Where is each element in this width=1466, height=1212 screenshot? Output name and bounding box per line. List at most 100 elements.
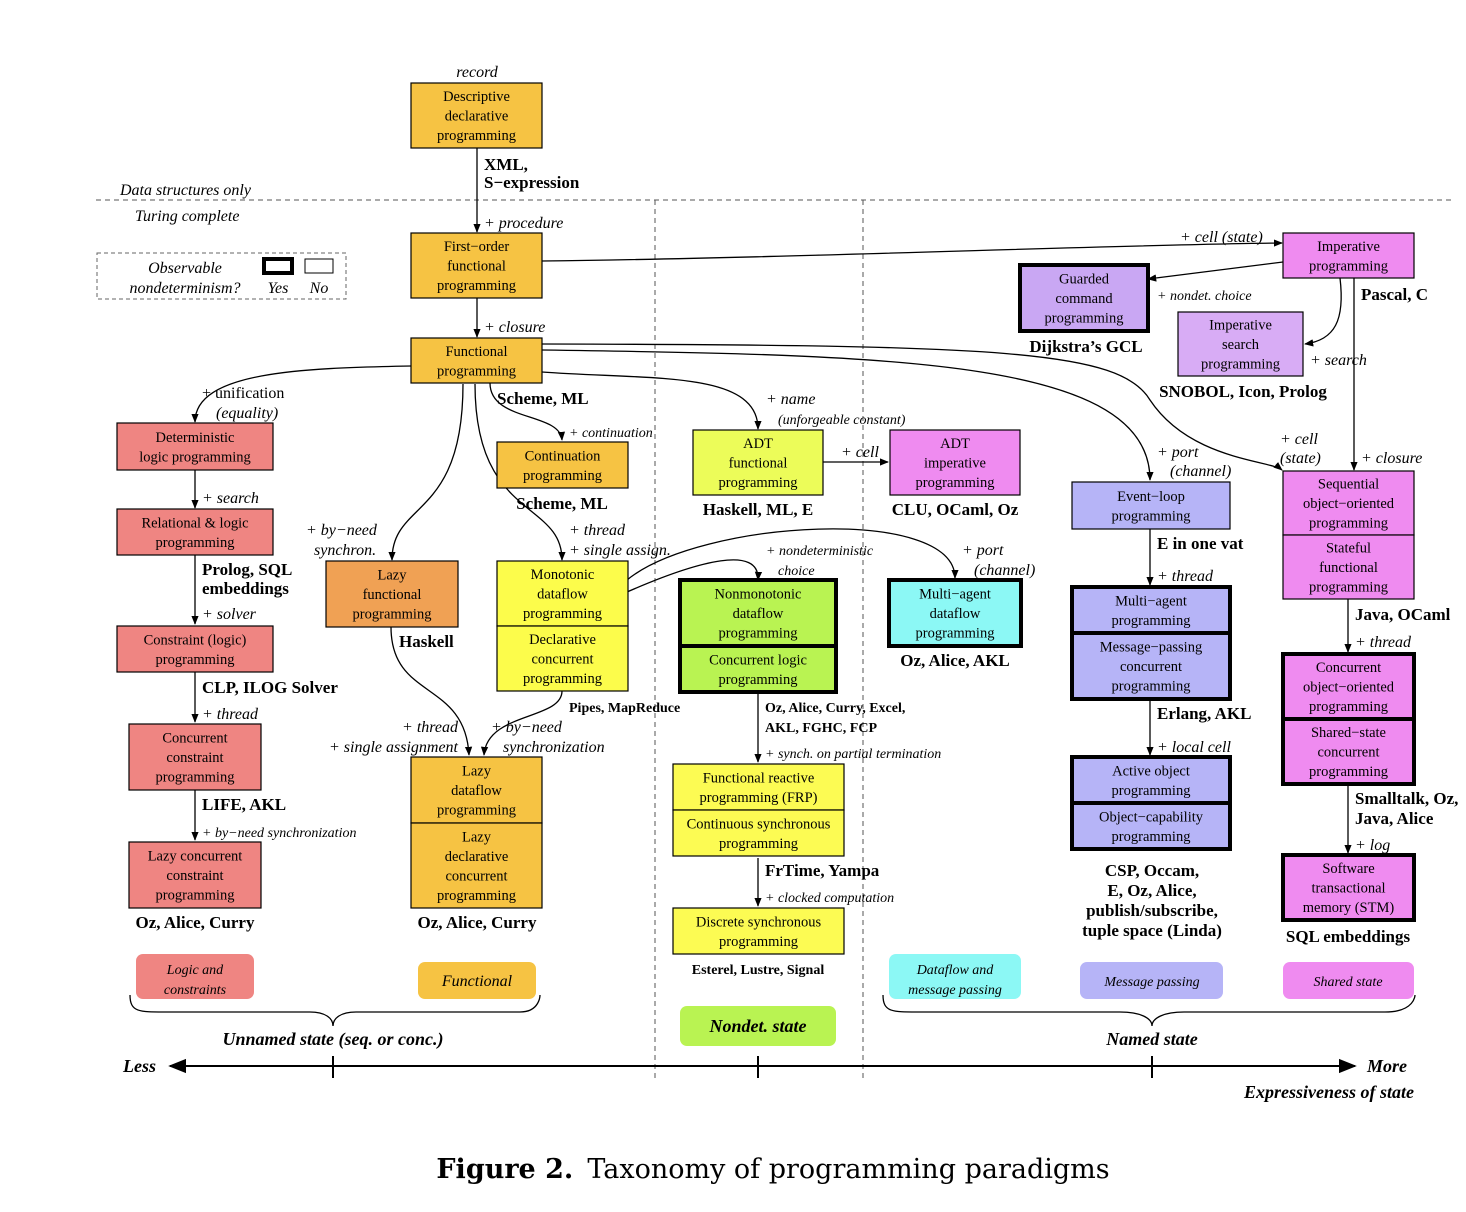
box-lazy-concurrent-constraint-frame: [128, 841, 262, 909]
label-thread-mid-1: + thread: [402, 719, 459, 736]
label-thread-ev: + thread: [1157, 568, 1214, 585]
box-discrete-synchronous-frame: [672, 907, 845, 955]
box-lazy-concurrent-constraint-line: constraint: [166, 868, 223, 884]
box-active-object-line: Active object: [1112, 763, 1190, 779]
box-lazy-concurrent-constraint-line: Lazy concurrent: [148, 849, 243, 865]
tag-nondet: [680, 1006, 836, 1046]
box-object-capability-line: programming: [1112, 829, 1191, 845]
box-nonmonotonic-dataflow-line: dataflow: [733, 606, 784, 622]
box-multi-agent-dataflow-line: dataflow: [930, 606, 981, 622]
label-haskell-ml-e: Haskell, ML, E: [703, 500, 814, 519]
tag-message: [1080, 962, 1223, 999]
tag-logic-line-2: constraints: [164, 983, 227, 998]
box-monotonic-dataflow-line: Monotonic: [531, 567, 595, 583]
box-guarded-command-frame: [1018, 263, 1150, 333]
box-lazy-declarative-concurrent-frame: [410, 822, 543, 909]
box-imperative-frame: [1282, 232, 1415, 279]
box-functional-reactive-line: programming (FRP): [699, 790, 817, 806]
label-pipes: Pipes, MapReduce: [569, 701, 680, 716]
label-scheme-ml-2: Scheme, ML: [516, 494, 608, 513]
box-imperative-search-frame: [1177, 311, 1304, 377]
box-concurrent-constraint-frame: [128, 723, 262, 791]
legend: Observable nondeterminism? Yes No: [96, 252, 347, 300]
label-oz-alice-curry-1: Oz, Alice, Curry: [136, 913, 255, 932]
label-data-structures-only: Data structures only: [119, 182, 252, 199]
box-imperative-search-line: search: [1222, 337, 1260, 353]
box-event-loop-frame: [1071, 481, 1231, 530]
label-synch-partial: + synch. on partial termination: [765, 747, 941, 762]
label-byneed-mid-2: synchronization: [503, 739, 605, 756]
box-stateful-functional-line: functional: [1319, 560, 1378, 576]
axis-less: Less: [122, 1056, 156, 1076]
caption-bold: Figure 2.: [436, 1154, 573, 1185]
caption-text: Figure 2.Taxonomy of programming paradig…: [436, 1154, 1109, 1185]
label-cell-state-r1: + cell: [1280, 431, 1318, 448]
label-haskell: Haskell: [399, 632, 454, 651]
label-thread-left: + thread: [202, 706, 259, 723]
labels: record XML, S−expression Data structures…: [119, 64, 1458, 978]
box-lazy-declarative-concurrent-line: Lazy: [462, 829, 492, 845]
label-channel-1: (channel): [974, 562, 1035, 579]
box-relational-logic-line: programming: [156, 535, 235, 551]
box-imperative-search-line: programming: [1201, 357, 1280, 373]
label-thread-single-2: + single assign.: [569, 542, 671, 559]
label-nondet-choice: + nondet. choice: [1157, 289, 1252, 304]
tag-dataflow-line-2: message passing: [908, 983, 1002, 998]
box-adt-functional-line: programming: [719, 475, 798, 491]
box-concurrent-oo-frame: [1281, 652, 1416, 721]
box-multi-agent-dataflow-frame: [887, 578, 1023, 648]
box-monotonic-dataflow-frame: [496, 560, 629, 627]
box-discrete-synchronous-line: programming: [719, 934, 798, 950]
box-functional-reactive-frame: [672, 763, 845, 811]
box-adt-functional-line: functional: [729, 456, 788, 472]
box-first-order-functional-line: First−order: [444, 239, 510, 255]
box-declarative-concurrent-line: Declarative: [529, 632, 596, 648]
label-csp-3: publish/subscribe,: [1086, 901, 1218, 920]
box-adt-functional-frame: [692, 429, 824, 496]
axis-more: More: [1366, 1056, 1407, 1076]
box-deterministic-logic-line: Deterministic: [156, 430, 235, 446]
label-erlang: Erlang, AKL: [1157, 704, 1251, 723]
label-equality: (equality): [216, 405, 278, 422]
label-port-1: + port: [962, 542, 1004, 559]
box-concurrent-logic-frame: [678, 644, 838, 694]
label-search-imperative: + search: [1310, 352, 1367, 369]
box-discrete-synchronous-line: Discrete synchronous: [696, 914, 822, 930]
label-unification: + unification: [202, 385, 284, 402]
box-lazy-functional-line: Lazy: [378, 568, 408, 584]
box-functional-frame: [410, 337, 543, 384]
box-imperative-line: Imperative: [1317, 239, 1380, 255]
tag-nondet-label: Nondet. state: [709, 1016, 807, 1036]
legend-no-swatch: [304, 258, 334, 274]
label-clocked: + clocked computation: [765, 891, 894, 906]
label-byneed-synchron: + by−need: [306, 522, 378, 539]
box-message-passing-concurrent-line: Message−passing: [1100, 640, 1202, 656]
box-lazy-declarative-concurrent-line: declarative: [445, 849, 509, 865]
brace-named: [882, 994, 1416, 1027]
legend-yes-swatch: [262, 257, 294, 275]
label-continuation: + continuation: [569, 426, 653, 441]
box-lazy-declarative-concurrent-line: concurrent: [446, 868, 508, 884]
box-concurrent-constraint-line: programming: [156, 770, 235, 786]
box-adt-imperative-line: programming: [916, 475, 995, 491]
box-software-transactional-memory-line: Software: [1322, 861, 1374, 877]
box-lazy-functional-line: programming: [353, 607, 432, 623]
box-lazy-declarative-concurrent-line: programming: [437, 888, 516, 904]
box-descriptive-declarative-line: programming: [437, 128, 516, 144]
label-life: LIFE, AKL: [202, 795, 286, 814]
box-message-passing-concurrent-frame: [1070, 631, 1232, 701]
box-shared-state-concurrent-line: programming: [1309, 764, 1388, 780]
legend-no: No: [309, 280, 329, 297]
